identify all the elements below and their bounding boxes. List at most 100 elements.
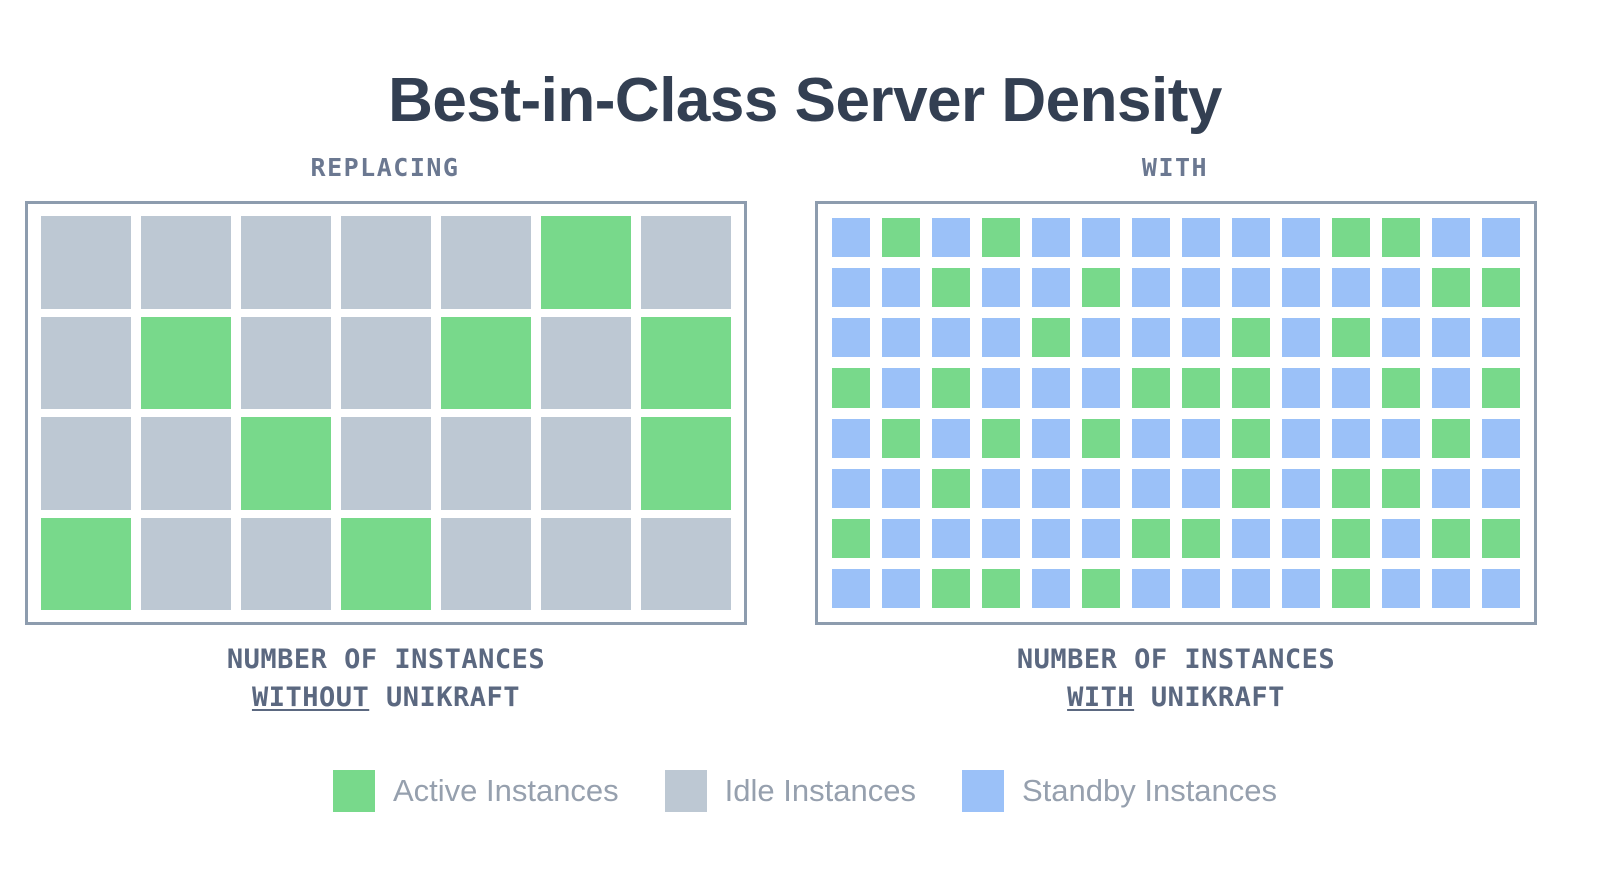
instance-cell-standby <box>832 468 870 508</box>
instance-cell-active <box>41 517 131 610</box>
instance-cell-active <box>1232 318 1270 358</box>
instance-cell-active <box>241 417 331 510</box>
instance-cell-active <box>1132 368 1170 408</box>
legend-item-standby: Standby Instances <box>961 770 1278 812</box>
instance-cell-standby <box>982 268 1020 308</box>
instance-cell-active <box>1482 268 1520 308</box>
instance-cell-idle <box>541 316 631 409</box>
instance-grid-panel-with-unikraft <box>815 201 1537 625</box>
instance-cell-standby <box>1032 468 1070 508</box>
instance-cell-idle <box>141 417 231 510</box>
instance-cell-standby <box>1432 218 1470 258</box>
instance-cell-standby <box>982 518 1020 558</box>
caption-without-unikraft: NUMBER OF INSTANCES WITHOUT UNIKRAFT <box>25 641 747 717</box>
instance-cell-active <box>1432 268 1470 308</box>
instance-cell-standby <box>1032 218 1070 258</box>
page-title: Best-in-Class Server Density <box>388 65 1222 135</box>
legend-swatch-idle-icon <box>664 770 707 812</box>
instance-cell-standby <box>1382 318 1420 358</box>
instance-cell-idle <box>141 216 231 309</box>
instance-grid-panel-without-unikraft <box>25 201 747 625</box>
instance-cell-active <box>1332 568 1370 608</box>
instance-cell-active <box>932 268 970 308</box>
instance-cell-standby <box>1282 518 1320 558</box>
instance-cell-standby <box>1282 268 1320 308</box>
instance-cell-active <box>1032 318 1070 358</box>
instance-cell-active <box>832 518 870 558</box>
instance-cell-standby <box>1282 418 1320 458</box>
instance-cell-idle <box>441 517 531 610</box>
instance-cell-active <box>1232 468 1270 508</box>
caption-left-emphasis: WITHOUT <box>251 682 370 713</box>
instance-cell-idle <box>541 517 631 610</box>
instance-cell-active <box>1082 568 1120 608</box>
legend-swatch-active-icon <box>332 770 375 812</box>
instance-cell-idle <box>41 316 131 409</box>
instance-cell-standby <box>1432 568 1470 608</box>
instance-cell-active <box>341 517 431 610</box>
instance-cell-standby <box>1182 318 1220 358</box>
instance-cell-standby <box>1482 468 1520 508</box>
instance-cell-standby <box>1232 218 1270 258</box>
instance-cell-active <box>932 568 970 608</box>
legend-label-standby: Standby Instances <box>1021 773 1278 808</box>
instance-cell-active <box>541 216 631 309</box>
instance-cell-active <box>982 218 1020 258</box>
instance-cell-active <box>641 316 731 409</box>
caption-left-line2: WITHOUT UNIKRAFT <box>25 679 747 717</box>
instance-cell-standby <box>1282 218 1320 258</box>
instance-cell-standby <box>1182 268 1220 308</box>
instance-cell-active <box>141 316 231 409</box>
instance-cell-standby <box>982 468 1020 508</box>
instance-cell-idle <box>241 316 331 409</box>
instance-cell-idle <box>141 517 231 610</box>
instance-cell-standby <box>1482 318 1520 358</box>
instance-cell-active <box>1332 518 1370 558</box>
instance-cell-standby <box>1382 268 1420 308</box>
instance-cell-standby <box>1332 368 1370 408</box>
instance-grid-right <box>818 204 1534 622</box>
instance-cell-standby <box>1082 518 1120 558</box>
instance-cell-standby <box>882 568 920 608</box>
instance-cell-standby <box>1382 518 1420 558</box>
legend-swatch-standby-icon <box>961 770 1004 812</box>
instance-cell-active <box>882 418 920 458</box>
instance-cell-standby <box>882 518 920 558</box>
instance-cell-standby <box>1432 468 1470 508</box>
instance-cell-standby <box>1182 418 1220 458</box>
caption-left-tail: UNIKRAFT <box>369 682 521 713</box>
instance-cell-standby <box>1082 468 1120 508</box>
instance-cell-active <box>1382 218 1420 258</box>
instance-cell-idle <box>341 417 431 510</box>
caption-right-line1: NUMBER OF INSTANCES <box>1016 644 1336 675</box>
instance-cell-active <box>1432 418 1470 458</box>
instance-cell-standby <box>1132 568 1170 608</box>
instance-cell-standby <box>1482 218 1520 258</box>
instance-cell-standby <box>1082 318 1120 358</box>
instance-cell-active <box>832 368 870 408</box>
instance-cell-active <box>1482 368 1520 408</box>
instance-cell-active <box>1382 468 1420 508</box>
instance-cell-active <box>1082 268 1120 308</box>
instance-cell-standby <box>1182 218 1220 258</box>
instance-cell-standby <box>832 318 870 358</box>
instance-cell-standby <box>882 318 920 358</box>
instance-cell-standby <box>1132 468 1170 508</box>
instance-cell-active <box>982 568 1020 608</box>
legend-label-idle: Idle Instances <box>724 773 916 808</box>
instance-cell-active <box>982 418 1020 458</box>
instance-cell-active <box>641 417 731 510</box>
instance-cell-standby <box>1132 268 1170 308</box>
instance-cell-idle <box>41 417 131 510</box>
instance-cell-standby <box>832 418 870 458</box>
instance-cell-active <box>1082 418 1120 458</box>
instance-cell-active <box>1182 518 1220 558</box>
instance-cell-idle <box>241 517 331 610</box>
caption-right-tail: UNIKRAFT <box>1134 682 1285 713</box>
instance-cell-active <box>1232 368 1270 408</box>
instance-cell-standby <box>932 218 970 258</box>
instance-cell-standby <box>1282 368 1320 408</box>
instance-cell-standby <box>1232 268 1270 308</box>
